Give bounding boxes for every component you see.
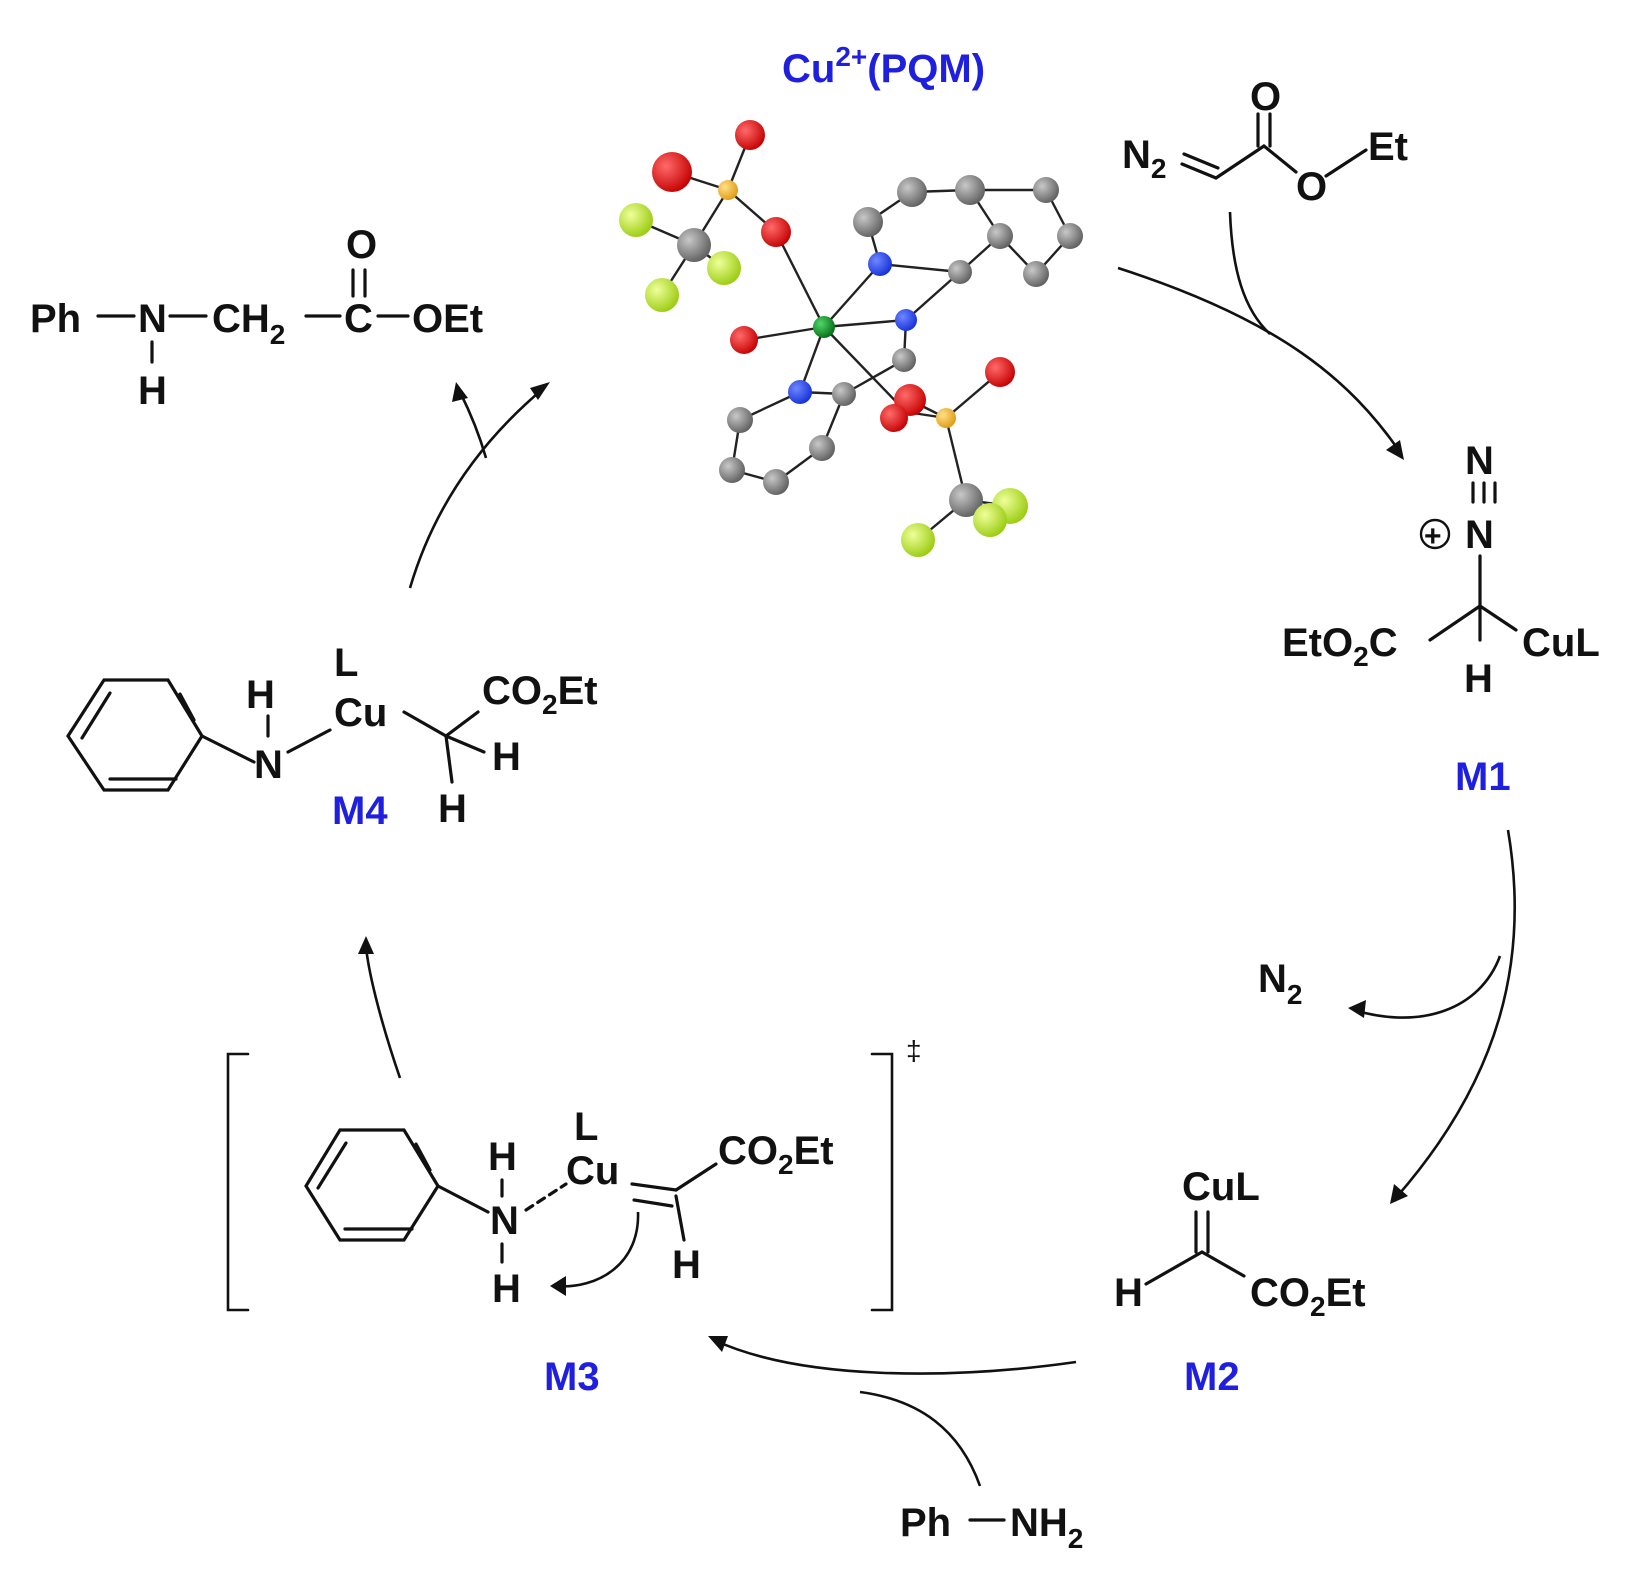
intermediate-m2: CuL H CO2Et M2 [1114,1165,1366,1399]
svg-text:OEt: OEt [412,297,483,341]
svg-text:CH2: CH2 [212,297,285,350]
svg-text:H: H [246,673,275,717]
reagent-ethyl-diazoacetate: N2 O O Et [1122,75,1408,209]
svg-text:H: H [492,735,521,779]
intermediate-m3: ‡ H N H L Cu CO2Et H M3 [226,1035,922,1399]
svg-text:L: L [574,1105,598,1149]
svg-text:N: N [254,743,283,787]
svg-text:NH2: NH2 [1010,1501,1083,1554]
svg-text:CuL: CuL [1522,621,1600,665]
m3-label: M3 [544,1355,600,1399]
svg-text:L: L [334,641,358,685]
m4-label: M4 [332,789,388,833]
catalyst-crystal-structure [619,120,1083,557]
svg-text:N: N [1465,513,1494,557]
intermediate-m1: N + N EtO2C CuL H M1 [1282,439,1600,799]
svg-text:H: H [1114,1271,1143,1315]
catalyst-label: Cu2+(PQM) [782,41,985,91]
svg-text:‡: ‡ [906,1035,922,1066]
svg-text:O: O [1250,75,1281,119]
svg-text:Ph: Ph [30,297,81,341]
svg-text:Et: Et [1368,125,1408,169]
svg-text:C: C [344,297,373,341]
svg-text:Cu: Cu [334,691,387,735]
svg-text:N: N [490,1199,519,1243]
svg-text:CO2Et: CO2Et [482,669,598,720]
svg-text:H: H [492,1267,521,1311]
svg-text:CuL: CuL [1182,1165,1260,1209]
svg-text:N2: N2 [1122,133,1166,184]
svg-text:O: O [346,223,377,267]
svg-text:H: H [672,1243,701,1287]
svg-text:H: H [1464,657,1493,701]
n2-released: N2 [1258,957,1302,1010]
svg-text:N: N [138,297,167,341]
intermediate-m4: H N L Cu CO2Et H H M4 [66,641,598,833]
m1-label: M1 [1455,755,1511,799]
svg-text:H: H [138,369,167,413]
product-ethyl-phenylglycinate: Ph N H CH2 C O OEt [30,223,483,413]
cycle-arrows [358,211,1517,1487]
svg-text:Cu: Cu [566,1149,619,1193]
svg-text:H: H [488,1135,517,1179]
svg-text:EtO2C: EtO2C [1282,621,1398,672]
svg-text:H: H [438,787,467,831]
svg-text:Ph: Ph [900,1501,951,1545]
svg-text:O: O [1296,165,1327,209]
svg-text:+: + [1424,520,1442,553]
svg-text:N: N [1465,439,1494,483]
svg-text:CO2Et: CO2Et [718,1129,834,1180]
m2-label: M2 [1184,1355,1240,1399]
svg-text:CO2Et: CO2Et [1250,1271,1366,1322]
reagent-aniline: Ph NH2 [900,1501,1083,1554]
